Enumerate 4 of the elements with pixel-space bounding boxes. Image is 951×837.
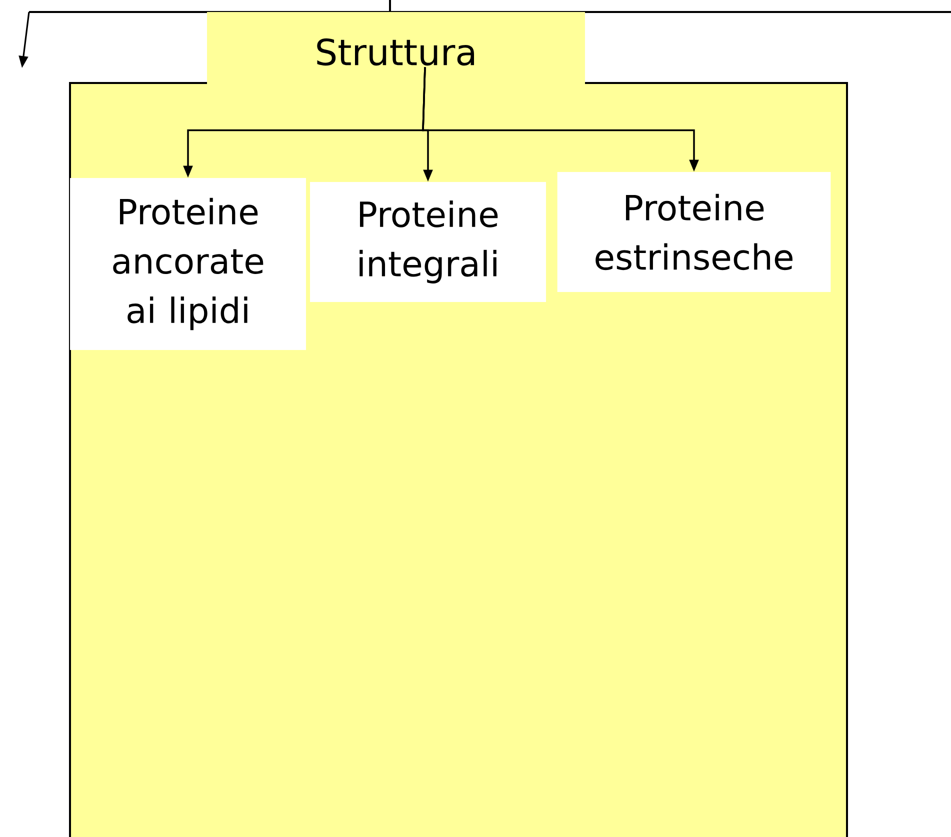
text-box: Proteine ancorate ai lipidi (70, 178, 306, 350)
node-label: Proteine ancorate ai lipidi (113, 198, 264, 330)
text-box: Proteine integrali (310, 182, 546, 302)
text-box: Proteine estrinseche (557, 172, 831, 292)
